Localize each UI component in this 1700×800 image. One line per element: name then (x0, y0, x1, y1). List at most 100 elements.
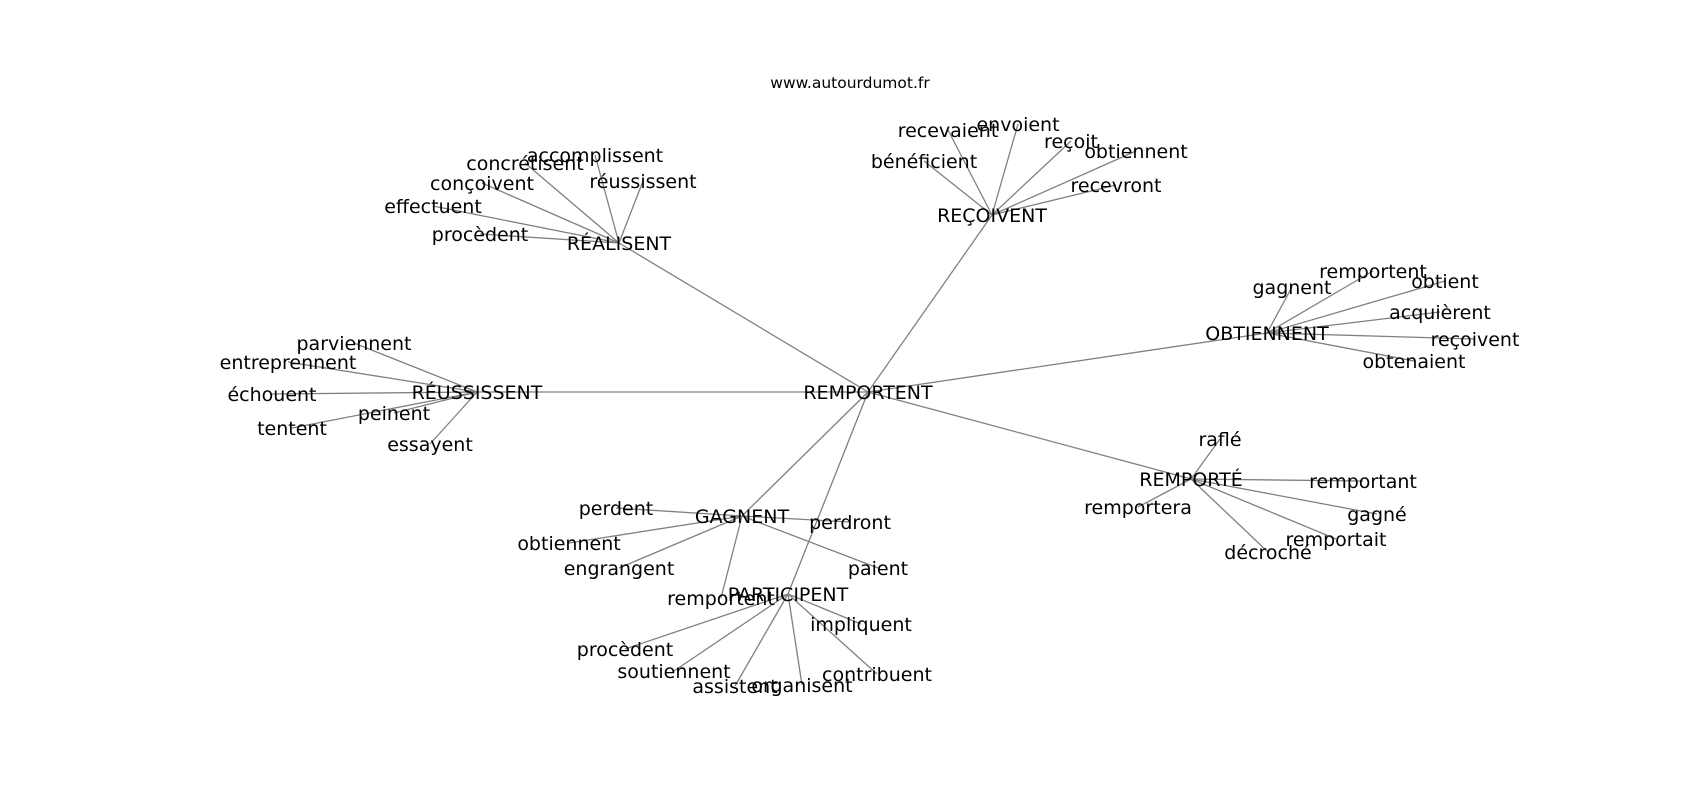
leaf-word[interactable]: effectuent (384, 196, 482, 218)
edge-hub-leaf (991, 184, 1117, 216)
edge-hub-leaf (720, 515, 743, 599)
hub-word[interactable]: REÇOIVENT (937, 205, 1047, 227)
leaf-word[interactable]: assistent (692, 676, 777, 698)
hub-word[interactable]: PARTICIPENT (728, 584, 849, 606)
edge-hub-leaf (787, 593, 803, 686)
edge-hub-leaf (1266, 311, 1441, 334)
leaf-word[interactable]: perdent (579, 498, 653, 520)
leaf-word[interactable]: remportait (1286, 529, 1387, 551)
leaf-word[interactable]: réussissent (589, 171, 696, 193)
leaf-word[interactable]: gagnent (1253, 277, 1332, 299)
edge-hub-leaf (271, 391, 478, 395)
leaf-word[interactable]: obtenaient (1363, 351, 1466, 373)
edge-hub-leaf (287, 361, 478, 393)
leaf-word[interactable]: recevront (1071, 175, 1162, 197)
leaf-word[interactable]: remportant (1309, 471, 1417, 493)
leaf-word[interactable]: soutiennent (617, 661, 730, 683)
leaf-word[interactable]: reçoit (1044, 131, 1098, 153)
edge-hub-leaf (1190, 478, 1337, 540)
edge-hub-leaf (923, 160, 993, 216)
edge-hub-leaf (1190, 478, 1364, 482)
edge-hub-leaf (429, 391, 478, 445)
leaf-word[interactable]: procèdent (432, 224, 528, 246)
leaf-word[interactable]: raflé (1198, 429, 1241, 451)
leaf-word[interactable]: engrangent (564, 558, 675, 580)
leaf-word[interactable]: gagné (1347, 504, 1407, 526)
leaf-word[interactable]: contribuent (822, 664, 932, 686)
edge-center-hub (867, 332, 1268, 393)
edge-hub-leaf (1266, 332, 1476, 340)
center-word[interactable]: REMPORTENT (803, 382, 933, 404)
hub-word[interactable]: RÉUSSISSENT (412, 381, 543, 404)
edge-center-hub (618, 242, 869, 393)
leaf-word[interactable]: entreprennent (220, 352, 357, 374)
edge-center-hub (867, 214, 993, 393)
leaf-word[interactable]: acquièrent (1389, 302, 1491, 324)
edge-hub-leaf (1266, 270, 1374, 334)
leaf-word[interactable]: conçoivent (430, 173, 534, 195)
edge-hub-leaf (1137, 478, 1192, 508)
leaf-word[interactable]: parviennent (297, 333, 412, 355)
edge-hub-leaf (991, 150, 1137, 216)
leaf-word[interactable]: peinent (358, 403, 430, 425)
graph-edges (271, 123, 1476, 687)
edge-hub-leaf (734, 593, 789, 687)
edge-hub-leaf (1266, 332, 1415, 362)
edge-hub-leaf (1190, 478, 1378, 515)
leaf-word[interactable]: obtiennent (517, 533, 620, 555)
leaf-word[interactable]: obtiennent (1084, 141, 1187, 163)
edge-hub-leaf (1190, 438, 1221, 480)
leaf-word[interactable]: paient (848, 558, 908, 580)
hub-word[interactable]: OBTIENNENT (1205, 323, 1329, 345)
edge-hub-leaf (353, 342, 478, 393)
edge-hub-leaf (568, 515, 743, 544)
edge-hub-leaf (393, 391, 478, 414)
hub-word[interactable]: RÉALISENT (567, 232, 672, 255)
edge-hub-leaf (991, 140, 1072, 216)
edge-center-hub (787, 391, 869, 595)
edge-hub-leaf (947, 129, 993, 216)
edge-hub-leaf (787, 593, 878, 675)
leaf-word[interactable]: remportera (1084, 497, 1192, 519)
edge-hub-leaf (615, 507, 743, 517)
leaf-word[interactable]: bénéficient (871, 151, 977, 173)
edge-hub-leaf (1266, 286, 1293, 334)
leaf-word[interactable]: remportent (667, 588, 775, 610)
edge-hub-leaf (479, 233, 620, 244)
edge-hub-leaf (741, 515, 851, 523)
leaf-word[interactable]: concrétisent (466, 153, 583, 175)
leaf-word[interactable]: échouent (227, 384, 316, 406)
edge-hub-leaf (991, 123, 1019, 216)
leaf-word[interactable]: obtient (1411, 271, 1479, 293)
edge-hub-leaf (1190, 478, 1269, 553)
edge-hub-leaf (524, 162, 620, 244)
leaf-word[interactable]: tentent (257, 418, 327, 440)
edge-hub-leaf (291, 391, 478, 429)
hub-word[interactable]: REMPORTÉ (1139, 468, 1242, 491)
edge-hub-leaf (1266, 280, 1446, 334)
leaf-word[interactable]: impliquent (810, 614, 912, 636)
leaf-word[interactable]: reçoivent (1431, 329, 1520, 351)
graph-labels: REMPORTENT RÉALISENT accomplissentconcréti… (220, 114, 1520, 698)
edge-hub-leaf (594, 154, 620, 244)
leaf-word[interactable]: organisent (751, 675, 852, 697)
leaf-word[interactable]: remportent (1319, 261, 1427, 283)
leaf-word[interactable]: envoient (976, 114, 1059, 136)
source-watermark: www.autourdumot.fr (770, 74, 930, 92)
edge-hub-leaf (741, 515, 879, 569)
edge-hub-leaf (481, 182, 620, 244)
leaf-word[interactable]: essayent (387, 434, 473, 456)
edge-hub-leaf (673, 593, 789, 672)
edge-hub-leaf (432, 205, 620, 244)
leaf-word[interactable]: procèdent (577, 639, 673, 661)
leaf-word[interactable]: recevaient (898, 120, 999, 142)
edge-hub-leaf (624, 593, 789, 650)
leaf-word[interactable]: décroché (1224, 542, 1311, 564)
leaf-word[interactable]: accomplissent (527, 145, 663, 167)
leaf-word[interactable]: perdront (809, 512, 891, 534)
edge-center-hub (741, 391, 869, 517)
edge-hub-leaf (618, 515, 743, 569)
hub-word[interactable]: GAGNENT (695, 506, 790, 528)
edge-hub-leaf (787, 593, 862, 625)
